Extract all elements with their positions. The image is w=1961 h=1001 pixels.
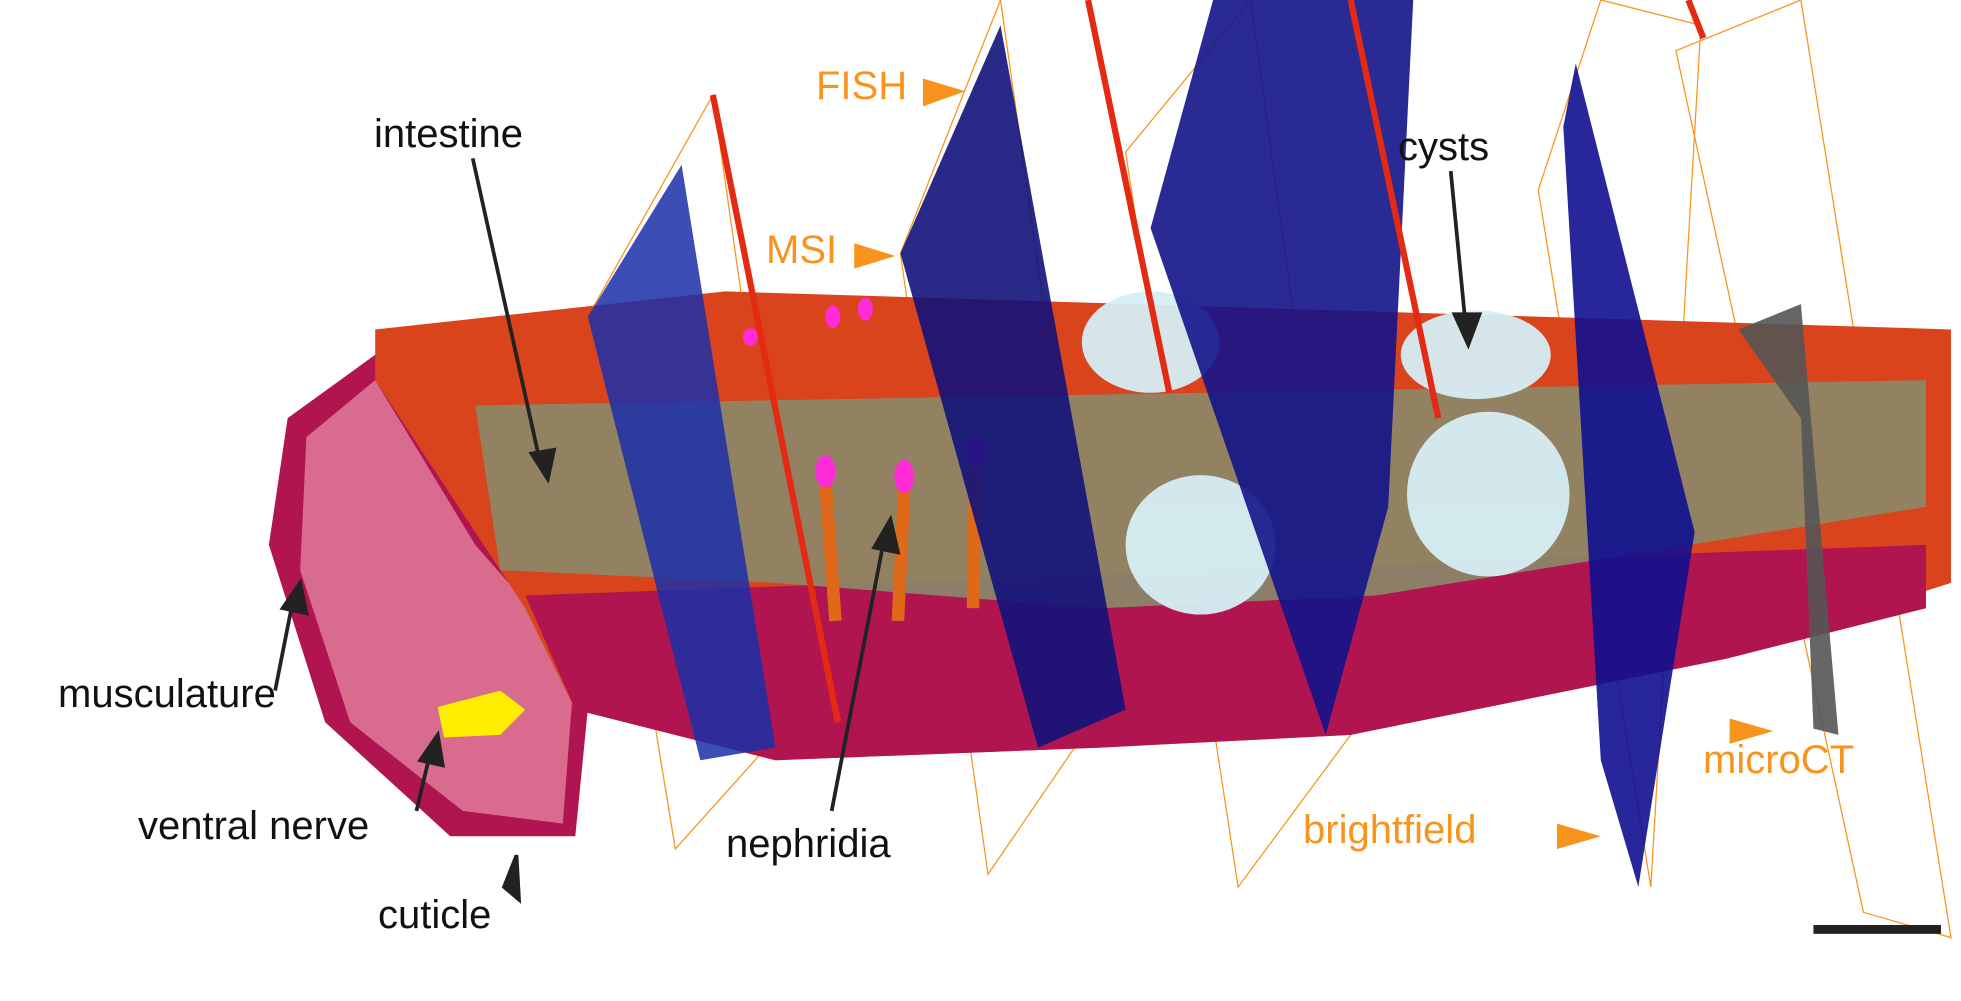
scale-bar (1813, 924, 1941, 934)
label-nephridia: nephridia (726, 822, 891, 866)
pointer-arrows (273, 157, 1483, 904)
worm-body (268, 291, 1951, 837)
label-intestine: intestine (374, 112, 523, 156)
label-fish: FISH (816, 64, 908, 108)
label-cysts: cysts (1398, 125, 1490, 169)
label-brightfield: brightfield (1303, 808, 1477, 852)
label-msi: MSI (766, 228, 838, 272)
label-ventral-nerve: ventral nerve (138, 804, 370, 848)
label-musculature: musculature (58, 672, 276, 716)
modality-arrowheads (854, 78, 1774, 849)
label-cuticle: cuticle (378, 893, 492, 937)
ventral-nerve (437, 690, 526, 738)
imaging-planes (587, 0, 1839, 887)
label-microct: microCT (1703, 738, 1855, 782)
